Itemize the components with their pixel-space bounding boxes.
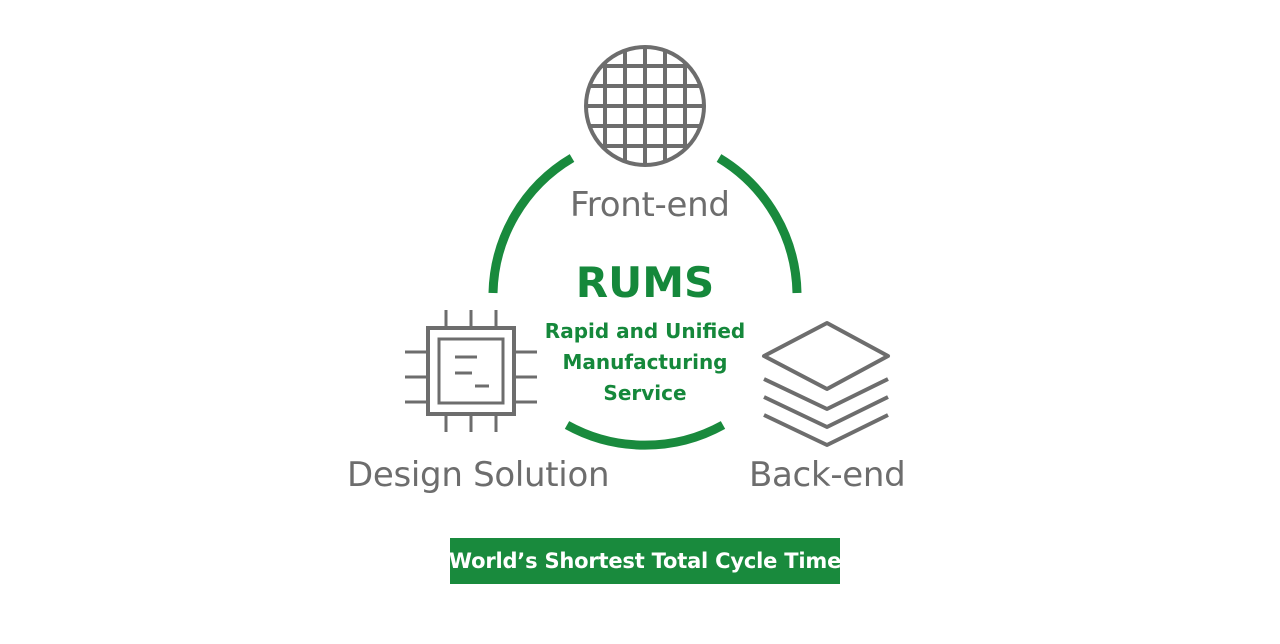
wafer-grid-icon (584, 45, 706, 167)
node-label-back-end: Back-end (749, 455, 906, 495)
center-title: RUMS (575, 258, 715, 307)
banner-text: World’s Shortest Total Cycle Time (448, 548, 842, 573)
center-subtitle-line: Rapid and Unified (544, 319, 746, 343)
node-label-design-solution: Design Solution (347, 455, 610, 495)
cycle-time-banner: World’s Shortest Total Cycle Time (448, 538, 842, 584)
ring-arc-left (488, 154, 575, 294)
chip-icon (405, 310, 537, 432)
center-subtitle-line: Service (603, 381, 687, 405)
node-label-front-end: Front-end (570, 185, 730, 225)
center-subtitle-line: Manufacturing (562, 350, 728, 374)
layers-stack-icon (762, 321, 890, 447)
ring-arc-right (716, 154, 802, 294)
ring-arc-bottom (564, 421, 726, 450)
center-subtitle: Rapid and Unified Manufacturing Service (520, 316, 770, 409)
